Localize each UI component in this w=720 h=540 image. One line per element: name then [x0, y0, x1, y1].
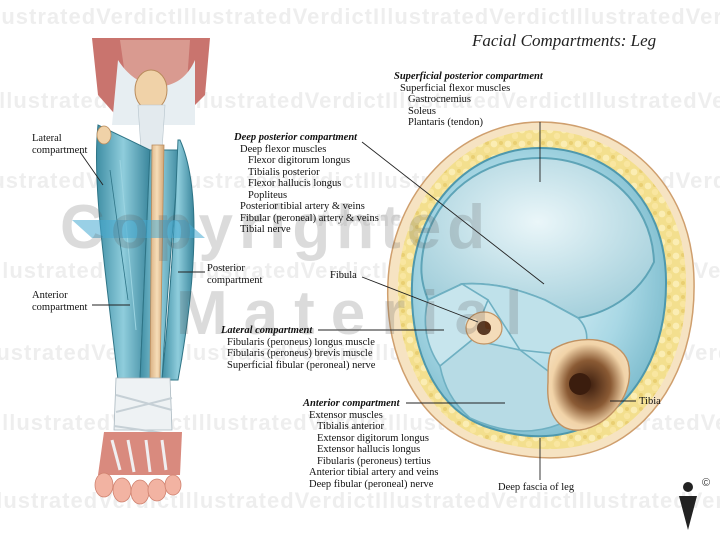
- label-deep-fascia: Deep fascia of leg: [498, 482, 575, 493]
- label-anterior-compartment-leg: Anterior compartment: [32, 290, 88, 313]
- label-lateral-compartment: Lateral compartment Fibularis (peroneus)…: [221, 325, 376, 371]
- diagram-title: Facial Compartments: Leg: [472, 31, 657, 50]
- leg-illustration: [72, 38, 210, 505]
- copyright-symbol: ©: [702, 477, 711, 489]
- leader-lateral: [79, 151, 104, 186]
- label-posterior-compartment-leg: Posterior compartment: [207, 263, 263, 286]
- label-anterior-compartment: Anterior compartment Extensor muscles Ti…: [303, 398, 439, 490]
- leader-fibula: [361, 276, 479, 323]
- label-fibula: Fibula: [330, 270, 357, 281]
- label-deep-posterior: Deep posterior compartment Deep flexor m…: [234, 132, 379, 235]
- label-tibia: Tibia: [639, 396, 661, 407]
- cross-section: [386, 121, 695, 459]
- brand-logo: [679, 482, 697, 530]
- label-superficial-posterior: Superficial posterior compartment Superf…: [394, 71, 543, 128]
- leader-deep: [361, 141, 545, 285]
- label-lateral-compartment-leg: Lateral compartment: [32, 133, 88, 156]
